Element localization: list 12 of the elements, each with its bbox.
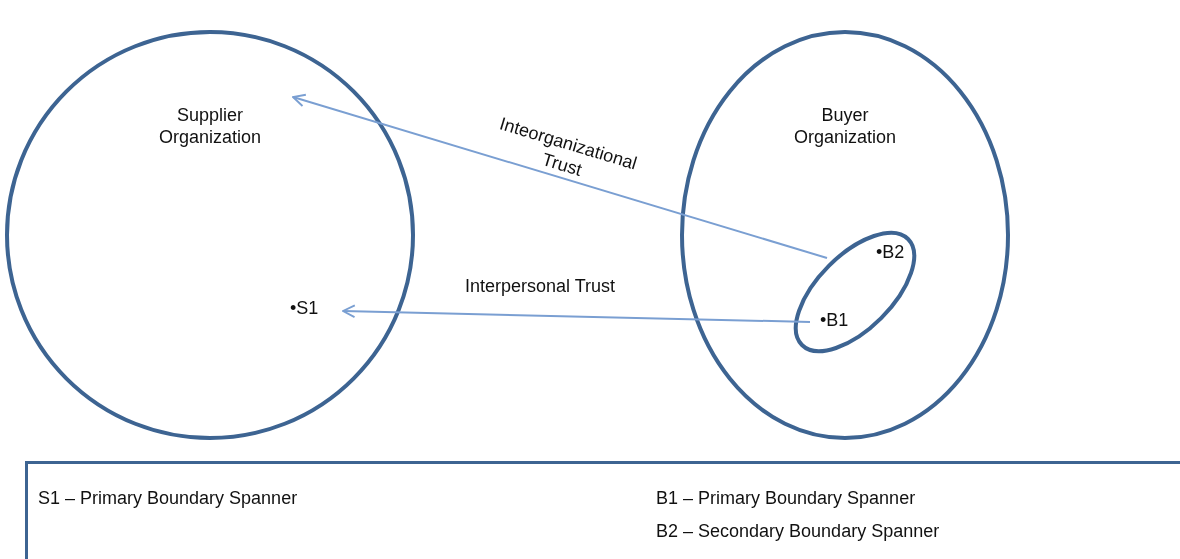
- key-entry: B2 – Secondary Boundary Spanner: [656, 521, 940, 543]
- key-entry: S1 – Primary Boundary Spanner: [38, 488, 298, 510]
- organization-title: Supplier Organization: [157, 105, 263, 149]
- key-panel: [25, 461, 1180, 559]
- key-entry: B1 – Primary Boundary Spanner: [656, 488, 916, 510]
- boundary-spanner-label: •B2: [876, 242, 905, 264]
- edge-label: Interpersonal Trust: [463, 276, 617, 298]
- arrow: [292, 93, 828, 259]
- organization-title: Buyer Organization: [792, 105, 898, 149]
- arrow: [342, 304, 811, 323]
- boundary-spanner-label: •B1: [820, 310, 849, 332]
- boundary-spanner-label: •S1: [290, 298, 319, 320]
